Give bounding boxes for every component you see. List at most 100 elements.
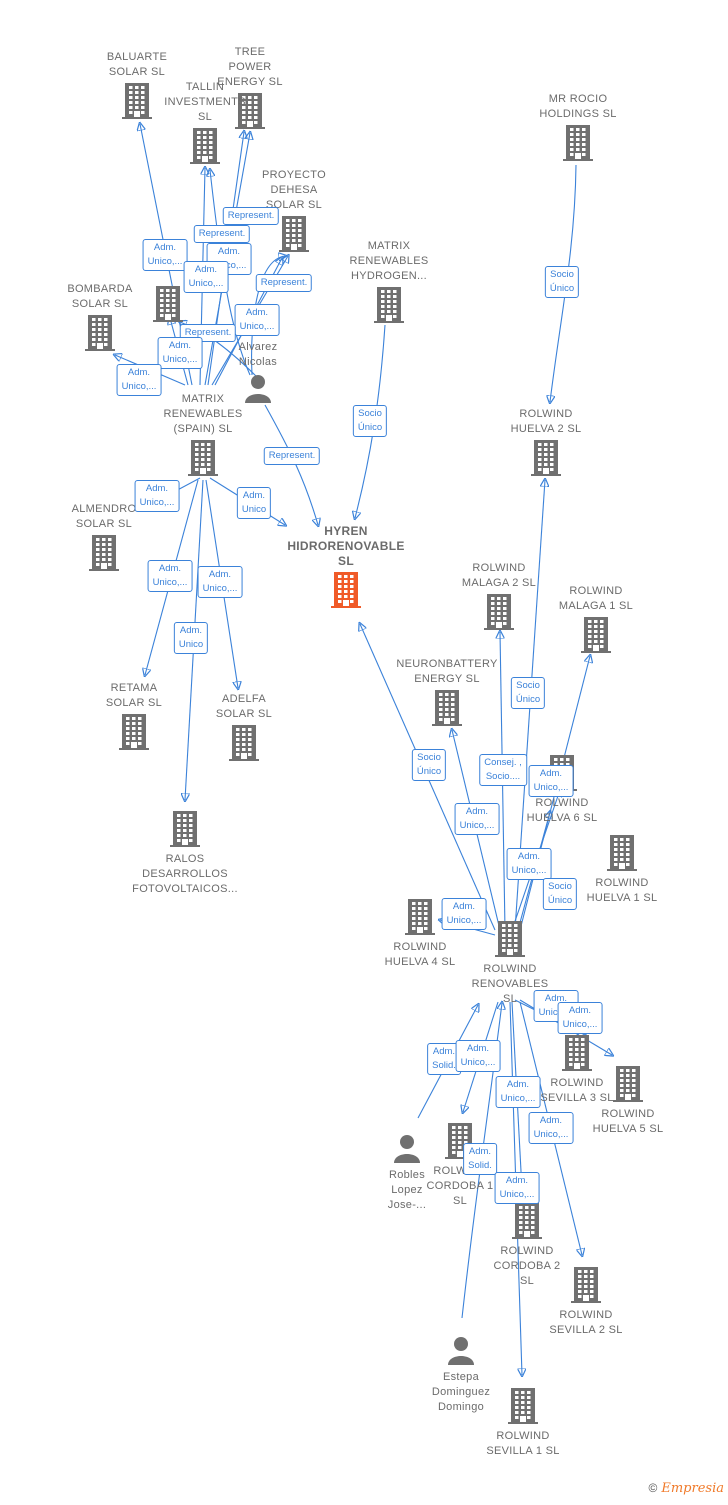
relation-badge[interactable]: Consej. , Socio.... (479, 754, 527, 786)
person-icon (347, 1133, 467, 1168)
node-rolwind-huelva2[interactable]: ROLWIND HUELVA 2 SL (486, 407, 606, 481)
relation-badge[interactable]: Adm. Unico,... (134, 480, 180, 512)
relation-badge[interactable]: Adm. Solid. (427, 1043, 461, 1075)
relation-badge[interactable]: Adm. Unico,... (157, 337, 203, 369)
node-bombarda[interactable]: BOMBARDA SOLAR SL (40, 282, 160, 356)
building-icon (190, 93, 310, 134)
node-rolwind-huelva1[interactable]: ROLWIND HUELVA 1 SL (562, 832, 682, 906)
node-estepa[interactable]: Estepa Dominguez Domingo (401, 1332, 521, 1415)
copyright-symbol: © (648, 1481, 658, 1495)
relation-badge[interactable]: Represent. (255, 274, 313, 292)
building-icon (40, 315, 160, 356)
node-label: BALUARTE SOLAR SL (106, 51, 168, 78)
building-icon (439, 594, 559, 635)
node-label: ADELFA SOLAR SL (215, 693, 273, 720)
relation-badge[interactable]: Adm. Unico,... (495, 1076, 541, 1108)
relation-badge[interactable]: Adm. Unico (236, 487, 272, 519)
building-icon (360, 899, 480, 940)
relation-badge[interactable]: Adm. Unico,... (528, 765, 574, 797)
relation-badge[interactable]: Socio Único (544, 266, 580, 298)
node-matrix-hydrogen[interactable]: MATRIX RENEWABLES HYDROGEN... (329, 239, 449, 328)
node-label: HYREN HIDRORENOVABLE SL (287, 524, 405, 568)
relation-badge[interactable]: Adm. Solid. (463, 1143, 497, 1175)
node-label: ROLWIND SEVILLA 1 SL (486, 1430, 560, 1457)
node-proyecto[interactable]: PROYECTO DEHESA SOLAR SL (234, 168, 354, 257)
relation-badge[interactable]: Adm. Unico,... (455, 1040, 501, 1072)
node-label: NEURONBATTERY ENERGY SL (396, 658, 498, 685)
building-icon (400, 1123, 520, 1164)
node-unlabeled1[interactable] (108, 283, 228, 327)
node-rolwind-cordoba1[interactable]: ROLWIND CORDOBA 1 SL (400, 1120, 520, 1209)
node-label: TREE POWER ENERGY SL (217, 46, 283, 88)
node-rolwind-malaga2[interactable]: ROLWIND MALAGA 2 SL (439, 561, 559, 635)
building-icon (77, 83, 197, 124)
building-icon (329, 287, 449, 328)
building-icon-highlighted (286, 572, 406, 613)
node-almendro[interactable]: ALMENDRO SOLAR SL (44, 502, 164, 576)
node-retama[interactable]: RETAMA SOLAR SL (74, 681, 194, 755)
node-tallin[interactable]: TALLIN INVESTMENTS SL (145, 80, 265, 169)
node-rolwind-huelva4[interactable]: ROLWIND HUELVA 4 SL (360, 896, 480, 970)
relation-badge[interactable]: Represent. (263, 447, 321, 465)
node-label: ROLWIND HUELVA 4 SL (384, 941, 456, 968)
relation-badge[interactable]: Adm. Unico,... (147, 560, 193, 592)
relation-badge[interactable]: Socio Único (411, 749, 447, 781)
node-rolwind-sevilla2[interactable]: ROLWIND SEVILLA 2 SL (526, 1264, 646, 1338)
node-rolwind-huelva5[interactable]: ROLWIND HUELVA 5 SL (568, 1063, 688, 1137)
node-baluarte[interactable]: BALUARTE SOLAR SL (77, 50, 197, 124)
node-label: ROLWIND SEVILLA 3 SL (540, 1077, 614, 1104)
building-icon (463, 1388, 583, 1429)
relation-badge[interactable]: Adm. Unico,... (234, 304, 280, 336)
node-ralos[interactable]: RALOS DESARROLLOS FOTOVOLTAICOS... (125, 808, 245, 897)
building-icon (44, 535, 164, 576)
node-label: MATRIX RENEWABLES HYDROGEN... (349, 240, 429, 282)
node-rolwind-sevilla3[interactable]: ROLWIND SEVILLA 3 SL (517, 1032, 637, 1106)
node-hyren[interactable]: HYREN HIDRORENOVABLE SL (286, 524, 406, 613)
node-label: RETAMA SOLAR SL (105, 682, 163, 709)
node-alvarez[interactable]: Alvarez Nicolas (198, 340, 318, 408)
relation-badge[interactable]: Socio Único (352, 405, 388, 437)
relation-badge[interactable]: Adm. Unico,... (183, 261, 229, 293)
node-rolwind-malaga1[interactable]: ROLWIND MALAGA 1 SL (536, 584, 656, 658)
node-label: ROLWIND HUELVA 6 SL (526, 797, 598, 824)
relation-badge[interactable]: Adm. Unico,... (441, 898, 487, 930)
relation-badge[interactable]: Adm. Unico,... (142, 239, 188, 271)
building-icon (536, 617, 656, 658)
node-label: Estepa Dominguez Domingo (431, 1371, 491, 1413)
node-rolwind-cordoba2[interactable]: ROLWIND CORDOBA 2 SL (467, 1200, 587, 1289)
relation-badge[interactable]: Socio Único (510, 677, 546, 709)
node-robles[interactable]: Robles Lopez Jose-... (347, 1130, 467, 1213)
relation-badge[interactable]: Socio Único (542, 878, 578, 910)
node-tree[interactable]: TREE POWER ENERGY SL (190, 45, 310, 134)
building-icon (143, 440, 263, 481)
relation-badge[interactable]: Adm. Unico,... (116, 364, 162, 396)
relation-badge[interactable]: Adm. Unico,... (528, 1112, 574, 1144)
node-adelfa[interactable]: ADELFA SOLAR SL (184, 692, 304, 766)
node-matrix-spain[interactable]: MATRIX RENEWABLES (SPAIN) SL (143, 392, 263, 481)
relation-badge[interactable]: Adm. Unico,... (206, 243, 252, 275)
node-label: ROLWIND HUELVA 5 SL (592, 1108, 664, 1135)
node-label: ROLWIND SEVILLA 2 SL (549, 1309, 623, 1336)
relation-badge[interactable]: Represent. (222, 207, 280, 225)
relation-badge[interactable]: Adm. Unico,... (506, 848, 552, 880)
relation-badge[interactable]: Adm. Unico,... (197, 566, 243, 598)
building-icon (450, 921, 570, 962)
node-neuron[interactable]: NEURONBATTERY ENERGY SL (387, 657, 507, 731)
building-icon (125, 811, 245, 852)
building-icon (518, 125, 638, 166)
relation-badge[interactable]: Adm. Unico,... (494, 1172, 540, 1204)
relation-badge[interactable]: Adm. Unico,... (454, 803, 500, 835)
relation-badge[interactable]: Represent. (193, 225, 251, 243)
building-icon (74, 714, 194, 755)
building-icon (486, 440, 606, 481)
node-rolwind-renovables[interactable]: ROLWIND RENOVABLES SL (450, 918, 570, 1007)
node-mr-rocio[interactable]: MR ROCIO HOLDINGS SL (518, 92, 638, 166)
building-icon (526, 1267, 646, 1308)
empresia-brand[interactable]: ©Empresia (649, 1481, 724, 1496)
node-rolwind-sevilla1[interactable]: ROLWIND SEVILLA 1 SL (463, 1385, 583, 1459)
relation-badge[interactable]: Adm. Unico (173, 622, 209, 654)
relation-badge[interactable]: Adm. Unico,... (557, 1002, 603, 1034)
building-icon (184, 725, 304, 766)
building-icon (108, 286, 228, 327)
person-icon (198, 373, 318, 408)
